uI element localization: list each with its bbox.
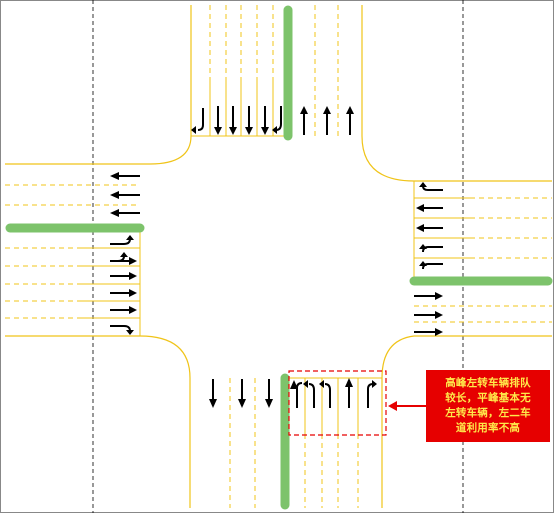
arrow-down bbox=[265, 379, 273, 408]
arrow-down bbox=[238, 379, 246, 408]
arrow-left bbox=[110, 209, 140, 217]
arrow-left bbox=[416, 204, 443, 212]
arrow-left bbox=[416, 224, 443, 232]
arrow-right bbox=[272, 106, 282, 134]
arrow-left-turn bbox=[110, 235, 134, 245]
east-entry-arrows bbox=[416, 182, 443, 270]
arrow-left bbox=[303, 380, 315, 408]
arrow-right-turn bbox=[110, 325, 134, 335]
callout-box bbox=[426, 370, 550, 442]
west-entry-arrows bbox=[110, 235, 137, 335]
arrow-straight bbox=[245, 106, 253, 135]
arrow-straight bbox=[110, 289, 137, 297]
south-lane-lines bbox=[229, 377, 382, 508]
medians bbox=[5, 5, 553, 510]
arrow-up bbox=[323, 106, 331, 135]
highlight-box bbox=[288, 370, 387, 436]
arrow-right bbox=[414, 328, 443, 336]
arrow-straight-left bbox=[110, 252, 137, 265]
north-entry-arrows bbox=[191, 106, 282, 135]
arrow-straight bbox=[110, 306, 137, 314]
east-exit-arrows bbox=[414, 292, 443, 336]
guide-lines bbox=[92, 0, 464, 513]
arrow-left bbox=[110, 191, 140, 199]
arrow-straight bbox=[261, 106, 269, 135]
arrow-down bbox=[209, 379, 217, 408]
arrow-uturn-left bbox=[419, 182, 443, 191]
road-edges bbox=[5, 5, 552, 508]
arrow-left bbox=[110, 172, 140, 180]
arrow-left-turn bbox=[419, 261, 443, 270]
arrow-straight bbox=[229, 106, 237, 135]
arrow-left-turn bbox=[419, 244, 443, 253]
west-exit-arrows bbox=[110, 172, 140, 217]
arrow-left bbox=[319, 380, 331, 408]
south-exit-arrows bbox=[209, 379, 273, 408]
arrow-uturn-left bbox=[191, 108, 204, 134]
arrow-right bbox=[414, 311, 443, 319]
north-lane-lines bbox=[191, 5, 339, 137]
arrow-up bbox=[346, 106, 354, 135]
arrow-straight bbox=[110, 272, 137, 280]
callout-pointer bbox=[388, 401, 426, 411]
arrow-straight bbox=[214, 106, 222, 135]
callout-text: 高峰左转车辆排队 较长，平峰基本无 左转车辆，左二车 道利用率不高 bbox=[445, 377, 531, 434]
south-entry-arrows bbox=[290, 378, 377, 408]
arrow-right bbox=[414, 292, 443, 300]
arrow-straight bbox=[345, 378, 353, 408]
arrow-straight-right bbox=[367, 380, 377, 408]
north-exit-arrows bbox=[300, 106, 354, 135]
east-lane-lines bbox=[413, 181, 552, 323]
arrow-up bbox=[300, 106, 308, 135]
arrow-uturn-left bbox=[290, 380, 303, 408]
west-lane-lines bbox=[5, 184, 141, 336]
